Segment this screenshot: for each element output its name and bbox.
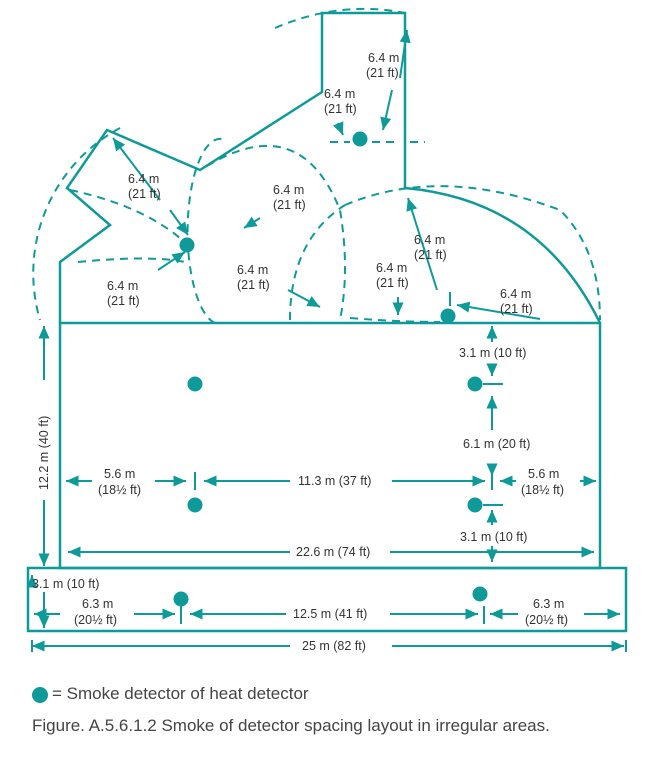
label-dim-5-6-left-m: 5.6 m <box>104 467 135 481</box>
coverage-arc-top <box>274 7 406 29</box>
label-dim-6-3-right-m: 6.3 m <box>533 597 564 611</box>
label-dim-6-3-right-ft: (20½ ft) <box>525 613 568 627</box>
labels: 6.4 m (21 ft) 6.4 m (21 ft) 6.4 m (21 ft… <box>32 51 568 653</box>
label-dim-25: 25 m (82 ft) <box>302 639 366 653</box>
coverage-arc-right-bottom <box>349 317 441 323</box>
label-radius-center-m: 6.4 m <box>273 183 304 197</box>
label-radius-left-upper-ft: (21 ft) <box>128 187 161 201</box>
radius-arrow-top-up <box>399 29 411 79</box>
coverage-circles <box>32 7 601 324</box>
irregular-area-outline <box>58 11 407 323</box>
detector-room-left-2 <box>187 497 203 513</box>
label-radius-right-c-ft: (21 ft) <box>500 302 533 316</box>
label-radius-left-lower-m: 6.4 m <box>107 279 138 293</box>
coverage-arc-left-bottom <box>77 257 186 263</box>
label-dim-6-3-left-m: 6.3 m <box>82 597 113 611</box>
detector-right-upper <box>440 308 456 324</box>
label-radius-top2-m: 6.4 m <box>324 87 355 101</box>
radius-arrow-top-right <box>380 89 393 131</box>
coverage-arc-left-outer <box>32 127 121 321</box>
label-radius-right-b-ft: (21 ft) <box>376 276 409 290</box>
label-dim-12-2: 12.2 m (40 ft) <box>37 416 51 490</box>
radius-arrow-left-ll <box>157 251 186 271</box>
radius-arrow-center-in <box>243 216 261 229</box>
detector-room-right-2 <box>467 497 483 513</box>
label-dim-3-1-top: 3.1 m (10 ft) <box>459 346 526 360</box>
coverage-arc-center-lower <box>289 204 346 321</box>
radius-arrow-top-down <box>332 121 344 136</box>
label-radius-right-a-m: 6.4 m <box>414 233 445 247</box>
detector-room-left-1 <box>187 376 203 392</box>
label-dim-6-3-left-ft: (20½ ft) <box>74 613 117 627</box>
detectors <box>173 131 488 607</box>
coverage-arc-center <box>206 144 346 321</box>
detector-strip-right <box>472 586 488 602</box>
detector-left <box>179 237 195 253</box>
curved-wall <box>404 186 602 324</box>
label-dim-5-6-left-ft: (18½ ft) <box>98 483 141 497</box>
label-radius-right-a-ft: (21 ft) <box>414 248 447 262</box>
tick-marks <box>31 292 627 652</box>
label-dim-6-1: 6.1 m (20 ft) <box>463 437 530 451</box>
detector-top <box>352 131 368 147</box>
radius-arrow-left-down <box>169 209 189 236</box>
label-dim-3-1-mid: 3.1 m (10 ft) <box>460 530 527 544</box>
detector-strip-left <box>173 591 189 607</box>
detector-room-right-1 <box>467 376 483 392</box>
legend-text: = Smoke detector of heat detector <box>52 684 309 703</box>
coverage-arc-left-inner <box>186 137 226 324</box>
radius-arrow-right-side <box>456 301 541 320</box>
figure-caption: Figure. A.5.6.1.2 Smoke of detector spac… <box>32 716 550 735</box>
label-radius-left-lower-ft: (21 ft) <box>107 294 140 308</box>
radius-arrow-center-out <box>287 289 321 308</box>
label-radius-top-m: 6.4 m <box>368 51 399 65</box>
label-dim-11-3: 11.3 m (37 ft) <box>298 474 371 488</box>
label-radius-right-b-m: 6.4 m <box>376 261 407 275</box>
coverage-arc-left-top <box>69 189 181 239</box>
label-radius-left-mid-ft: (21 ft) <box>237 278 270 292</box>
dimension-arrows <box>26 29 624 652</box>
radius-arrow-right-up <box>406 197 438 291</box>
label-dim-12-5: 12.5 m (41 ft) <box>293 607 367 621</box>
label-radius-right-c-m: 6.4 m <box>500 287 531 301</box>
label-radius-left-upper-m: 6.4 m <box>128 172 159 186</box>
label-dim-5-6-right-ft: (18½ ft) <box>521 483 564 497</box>
label-radius-left-mid-m: 6.4 m <box>237 263 268 277</box>
legend-detector-icon <box>32 687 48 703</box>
building-walls <box>26 11 628 633</box>
radius-arrow-left-ul <box>112 137 161 201</box>
coverage-arc-right <box>344 185 601 321</box>
label-radius-top2-ft: (21 ft) <box>324 102 357 116</box>
label-dim-3-1-bottom: 3.1 m (10 ft) <box>32 577 99 591</box>
bottom-strip-outline <box>26 566 628 633</box>
label-dim-22-6: 22.6 m (74 ft) <box>296 545 370 559</box>
label-dim-5-6-right-m: 5.6 m <box>528 467 559 481</box>
label-radius-top-ft: (21 ft) <box>366 66 399 80</box>
label-radius-center-ft: (21 ft) <box>273 198 306 212</box>
